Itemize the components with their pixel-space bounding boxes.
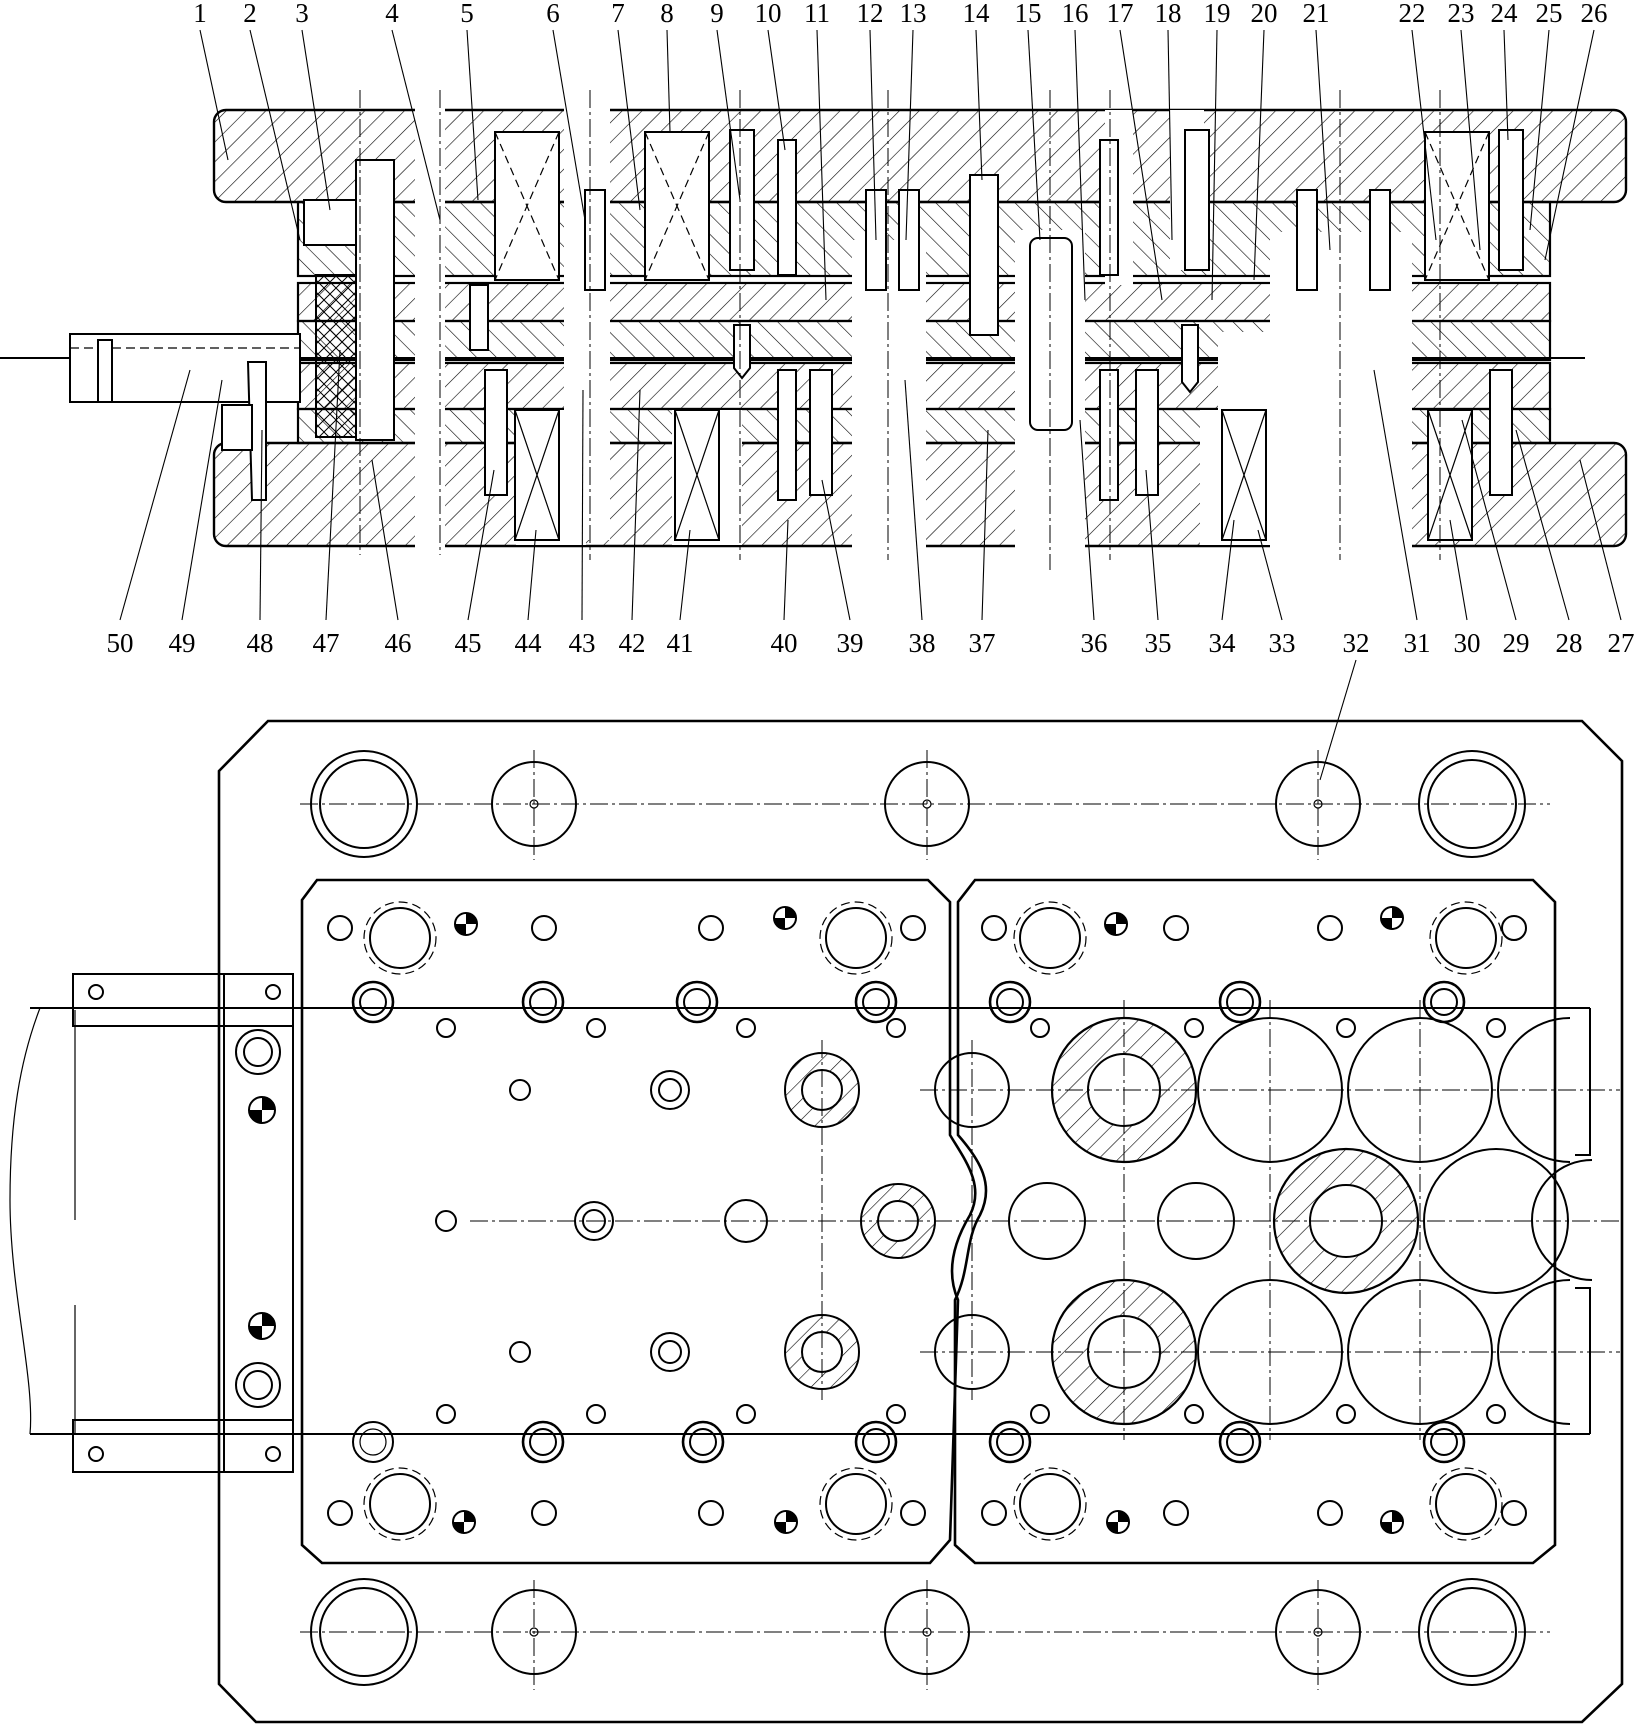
callout-1: 1	[193, 0, 207, 28]
callout-15: 15	[1015, 0, 1042, 28]
callout-34: 34	[1209, 628, 1237, 658]
callout-3: 3	[295, 0, 309, 28]
callout-24: 24	[1491, 0, 1519, 28]
callout-18: 18	[1155, 0, 1182, 28]
callout-41: 41	[667, 628, 694, 658]
dowel-pin-marks	[248, 906, 1404, 1534]
callout-35: 35	[1145, 628, 1172, 658]
lifter-pins	[351, 980, 1466, 1464]
callout-32: 32	[1343, 628, 1370, 658]
callout-47: 47	[313, 628, 340, 658]
callout-31: 31	[1404, 628, 1431, 658]
callout-26: 26	[1581, 0, 1608, 28]
callout-22: 22	[1399, 0, 1426, 28]
top-callout-labels: 1 2 3 4 5 6 7 8 9 10 11 12 13 14 15 16 1…	[193, 0, 1607, 28]
callout-8: 8	[660, 0, 674, 28]
callout-33: 33	[1269, 628, 1296, 658]
callout-37: 37	[969, 628, 996, 658]
leader-lines-bottom	[119, 349, 1622, 781]
callout-49: 49	[169, 628, 196, 658]
guide-bushings	[363, 901, 1503, 1541]
callout-39: 39	[837, 628, 864, 658]
callout-48: 48	[247, 628, 274, 658]
piercing-punch	[1181, 324, 1199, 394]
callout-20: 20	[1251, 0, 1278, 28]
callout-5: 5	[460, 0, 474, 28]
spring-pocket	[494, 131, 1490, 541]
callout-19: 19	[1204, 0, 1231, 28]
callout-25: 25	[1536, 0, 1563, 28]
callout-38: 38	[909, 628, 936, 658]
callout-43: 43	[569, 628, 596, 658]
plan-view	[9, 719, 1624, 1724]
callout-7: 7	[611, 0, 625, 28]
callout-17: 17	[1107, 0, 1134, 28]
callout-46: 46	[385, 628, 412, 658]
callout-50: 50	[107, 628, 134, 658]
plan-centerlines	[300, 750, 1620, 1690]
callout-21: 21	[1303, 0, 1330, 28]
piercing-punch	[733, 324, 751, 380]
leader-lines-top	[199, 29, 1595, 301]
callout-12: 12	[857, 0, 884, 28]
screw-heads	[88, 915, 1527, 1526]
centerlines	[359, 90, 1441, 570]
callout-10: 10	[755, 0, 782, 28]
callout-45: 45	[455, 628, 482, 658]
callout-23: 23	[1448, 0, 1475, 28]
center-pilot-punch	[1029, 237, 1073, 431]
pilot-holes	[435, 1018, 1506, 1424]
socket-head-screws	[469, 129, 1524, 501]
die-insert-right	[953, 878, 1557, 1565]
callout-36: 36	[1081, 628, 1108, 658]
callout-30: 30	[1454, 628, 1481, 658]
callout-11: 11	[804, 0, 830, 28]
section-view	[0, 90, 1628, 570]
callout-27: 27	[1608, 628, 1635, 658]
callout-13: 13	[900, 0, 927, 28]
callout-42: 42	[619, 628, 646, 658]
callout-44: 44	[515, 628, 543, 658]
bottom-callout-labels: 50 49 48 47 46 45 44 43 42 41 40 39 38 3…	[107, 628, 1635, 658]
callout-6: 6	[546, 0, 560, 28]
callout-28: 28	[1556, 628, 1583, 658]
lower-shoe-outline	[217, 719, 1624, 1724]
callout-29: 29	[1503, 628, 1530, 658]
callout-40: 40	[771, 628, 798, 658]
feed-guide-block	[72, 973, 294, 1027]
callout-9: 9	[710, 0, 724, 28]
callout-2: 2	[243, 0, 257, 28]
callout-16: 16	[1062, 0, 1089, 28]
callout-14: 14	[963, 0, 991, 28]
callout-4: 4	[385, 0, 399, 28]
